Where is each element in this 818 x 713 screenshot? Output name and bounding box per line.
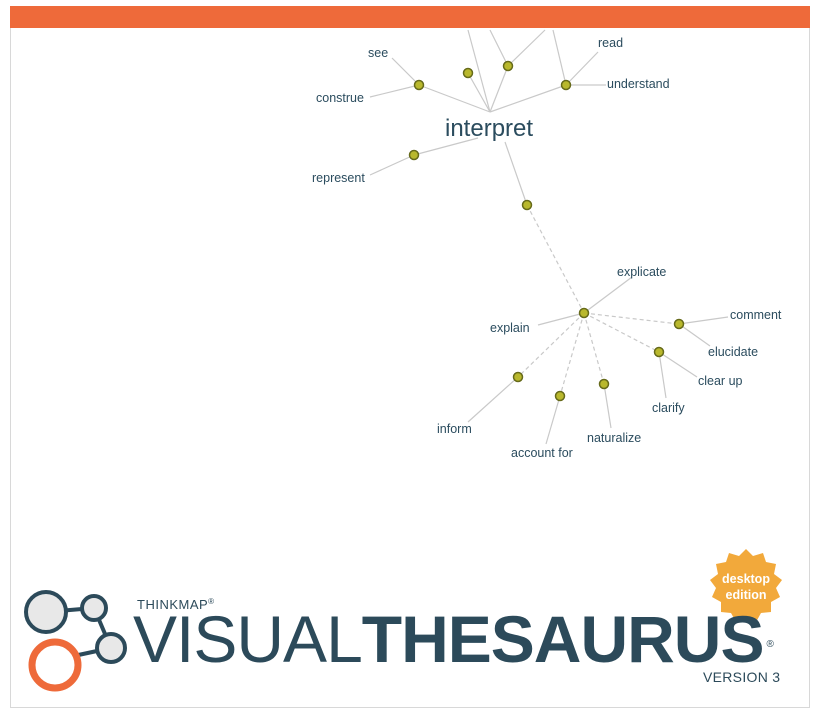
graph-nodes[interactable] (408, 60, 685, 402)
graph-node[interactable] (502, 60, 514, 72)
badge-line1: desktop (722, 572, 770, 586)
top-accent-bar (10, 6, 810, 28)
word-clarify[interactable]: clarify (652, 401, 685, 415)
graph-node[interactable] (521, 199, 533, 211)
logo-icon (24, 590, 127, 692)
word-construe[interactable]: construe (316, 91, 364, 105)
word-explain[interactable]: explain (490, 321, 530, 335)
maker-name: THINKMAP® (137, 597, 215, 612)
graph-node[interactable] (653, 346, 665, 358)
graph-node[interactable] (673, 318, 685, 330)
maker-registered-mark: ® (208, 597, 215, 606)
word-explicate[interactable]: explicate (617, 265, 666, 279)
product-title-light: VISUAL (133, 602, 363, 676)
version-label: VERSION 3 (703, 669, 781, 685)
graph-node[interactable] (512, 371, 524, 383)
word-see[interactable]: see (368, 46, 388, 60)
product-title: VISUALTHESAURUS® (133, 602, 774, 676)
badge-line2: edition (726, 588, 767, 602)
graph-node[interactable] (598, 378, 610, 390)
center-word[interactable]: interpret (445, 115, 533, 142)
graph-node[interactable] (578, 307, 590, 319)
graph-node[interactable] (413, 79, 425, 91)
word-represent[interactable]: represent (312, 171, 365, 185)
word-clear-up[interactable]: clear up (698, 374, 743, 388)
graph-node[interactable] (554, 390, 566, 402)
graph-edges (369, 29, 729, 445)
graph-node[interactable] (408, 149, 420, 161)
word-understand[interactable]: understand (607, 77, 670, 91)
word-account-for[interactable]: account for (511, 446, 573, 460)
word-naturalize[interactable]: naturalize (587, 431, 641, 445)
word-elucidate[interactable]: elucidate (708, 345, 758, 359)
word-read[interactable]: read (598, 36, 623, 50)
word-comment[interactable]: comment (730, 308, 782, 322)
maker-label: THINKMAP (137, 597, 209, 612)
graph-node[interactable] (462, 67, 474, 79)
product-registered-mark: ® (766, 639, 773, 650)
product-title-bold: THESAURUS (361, 602, 765, 676)
desktop-edition-badge: desktop edition (710, 549, 782, 622)
graph-node[interactable] (560, 79, 572, 91)
word-inform[interactable]: inform (437, 422, 472, 436)
app-frame (10, 6, 810, 708)
